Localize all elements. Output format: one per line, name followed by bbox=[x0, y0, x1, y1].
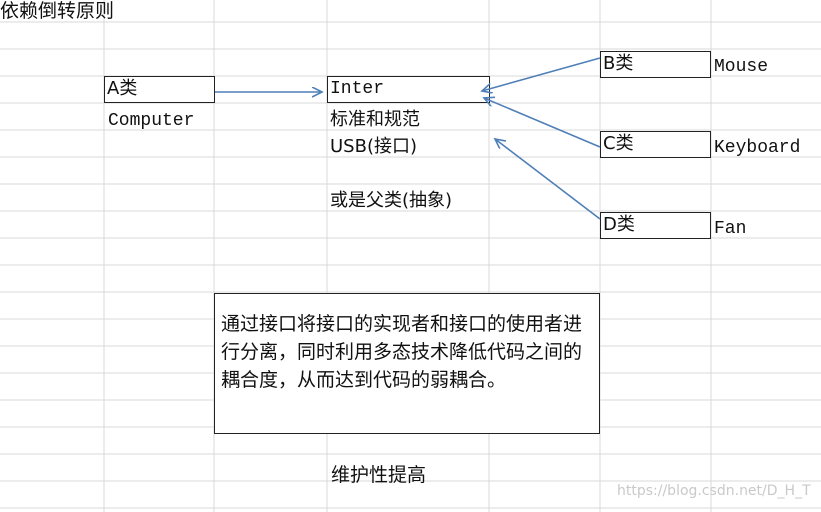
diagram-title: 依赖倒转原则 bbox=[0, 0, 115, 22]
class-b-name: Mouse bbox=[714, 57, 769, 77]
class-d-name: Fan bbox=[714, 219, 747, 239]
footer-text: 维护性提高 bbox=[331, 464, 427, 486]
class-d-label: D类 bbox=[603, 214, 635, 235]
interface-box[interactable]: Inter bbox=[327, 76, 490, 103]
class-d-box[interactable]: D类 bbox=[600, 212, 711, 239]
class-a-box[interactable]: A类 bbox=[104, 76, 215, 103]
interface-line-3: 或是父类(抽象) bbox=[330, 190, 453, 211]
class-c-box[interactable]: C类 bbox=[600, 131, 711, 158]
class-b-box[interactable]: B类 bbox=[600, 51, 711, 78]
watermark: https://blog.csdn.net/D_H_T bbox=[617, 483, 811, 499]
interface-label: Inter bbox=[330, 79, 385, 99]
class-c-name: Keyboard bbox=[714, 138, 801, 158]
interface-line-2: USB(接口) bbox=[330, 136, 417, 157]
class-a-caption: Computer bbox=[108, 111, 195, 131]
class-b-label: B类 bbox=[603, 53, 634, 74]
class-a-label: A类 bbox=[107, 78, 138, 99]
class-c-label: C类 bbox=[603, 133, 634, 154]
note-text-box[interactable]: 通过接口将接口的实现者和接口的使用者进行分离，同时利用多态技术降低代码之间的耦合… bbox=[214, 293, 600, 434]
interface-line-1: 标准和规范 bbox=[330, 109, 420, 130]
